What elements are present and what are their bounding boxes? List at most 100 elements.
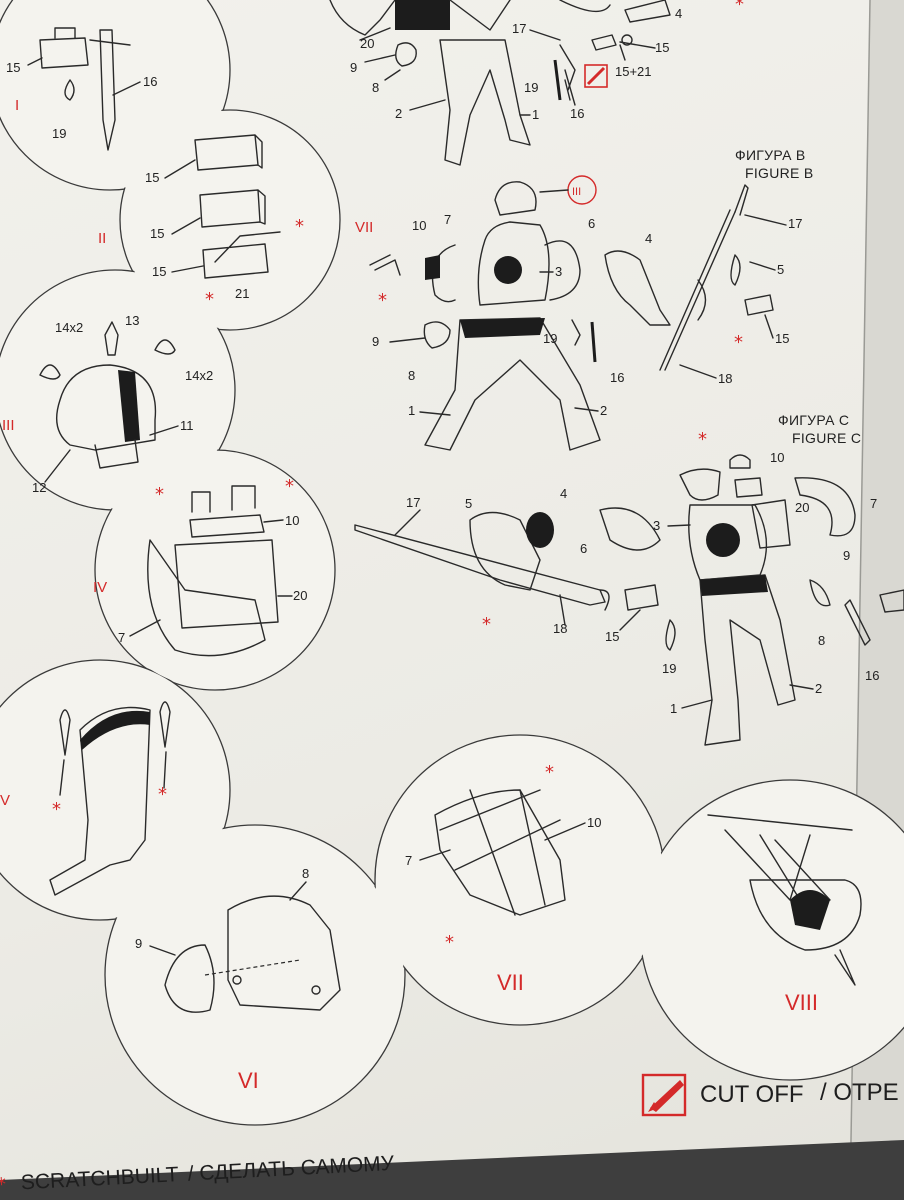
canteen-icon [164, 944, 215, 1013]
top-figure: 20 9 8 2 1 17 19 16 15 15+21 4 * [329, 0, 744, 166]
label-15: 15 [152, 264, 166, 279]
arm-icon [604, 250, 671, 326]
label-17: 17 [512, 21, 526, 36]
label-7: 7 [405, 853, 412, 868]
label-10: 10 [412, 218, 426, 233]
label-12: 12 [32, 480, 46, 495]
label-4: 4 [675, 6, 682, 21]
roman-numeral: V [0, 792, 10, 809]
label-9: 9 [843, 548, 850, 563]
asterisk-marker: * [295, 216, 304, 237]
asterisk-marker: * [545, 762, 554, 783]
label-19: 19 [524, 80, 538, 95]
label-5: 5 [465, 496, 472, 511]
label-10: 10 [770, 450, 784, 465]
figure-c: ФИГУРА C FIGURE C 10 17 5 4 3 20 7 6 9 1… [354, 412, 904, 746]
asterisk-marker: * [52, 799, 61, 820]
asterisk-marker: * [378, 290, 387, 311]
asterisk-marker: * [158, 784, 167, 805]
figure-b-title-en: FIGURE B [745, 165, 814, 181]
legend-cut-off: CUT OFF / ОТРЕ [641, 1073, 899, 1117]
boot-icon [49, 706, 151, 896]
asterisk-marker: * [285, 476, 294, 497]
label-17: 17 [788, 216, 802, 231]
label-9: 9 [372, 334, 379, 349]
cut-off-label-ru: / ОТРЕ [820, 1079, 899, 1106]
label-2: 2 [600, 403, 607, 418]
box-icon [194, 134, 263, 171]
asterisk-marker: * [734, 332, 743, 353]
label-16: 16 [570, 106, 584, 121]
greatcoat-roll-icon [147, 539, 266, 657]
label-5: 5 [777, 262, 784, 277]
label-19: 19 [662, 661, 676, 676]
asterisk-marker: * [698, 429, 707, 450]
bubble-II-content: 15 15 15 21 * * II [98, 134, 304, 310]
label-19: 19 [543, 331, 557, 346]
roman-numeral: III [2, 417, 15, 434]
label-16: 16 [610, 370, 624, 385]
asterisk-marker: * [445, 932, 454, 953]
helmet-icon [494, 181, 537, 216]
bubble-VIII-content: VIII [707, 814, 862, 1015]
figure-c-title-ru: ФИГУРА C [778, 412, 849, 428]
label-20: 20 [293, 588, 307, 603]
label-1: 1 [532, 107, 539, 122]
roman-numeral: VI [238, 1068, 259, 1093]
helmet-inverted-icon [749, 879, 862, 951]
label-7: 7 [118, 630, 125, 645]
desk-background [0, 1140, 904, 1200]
label-13: 13 [125, 313, 139, 328]
backpack-strapped-icon [434, 789, 566, 916]
bubble-VI-content: 9 8 VI [135, 866, 341, 1093]
asterisk-marker: * [0, 1174, 7, 1195]
bubble-III-content: 14x2 13 14x2 11 12 III [2, 313, 213, 495]
roman-numeral: VII [497, 970, 524, 995]
label-15: 15 [775, 331, 789, 346]
figure-c-title-en: FIGURE C [792, 430, 861, 446]
label-15-21: 15+21 [615, 64, 652, 79]
label-15: 15 [605, 629, 619, 644]
figure-b-legs [424, 317, 601, 451]
label-3: 3 [653, 518, 660, 533]
bubble-VII-content: 7 10 * * VII [405, 762, 601, 995]
label-8: 8 [372, 80, 379, 95]
label-17: 17 [406, 495, 420, 510]
label-16: 16 [865, 668, 879, 683]
rifle-icon [659, 209, 736, 371]
roman-numeral: IV [93, 579, 107, 596]
label-10: 10 [285, 513, 299, 528]
label-19: 19 [52, 126, 66, 141]
asterisk-marker: * [155, 484, 164, 505]
cut-off-icon [641, 1073, 687, 1117]
label-3: 3 [555, 264, 562, 279]
pickelhaube-helmet-icon [56, 364, 157, 451]
label-20: 20 [795, 500, 809, 515]
bayonet-scabbard-icon [99, 29, 116, 151]
label-21: 21 [235, 286, 249, 301]
cut-off-marker-top [584, 64, 608, 88]
torso-icon [477, 221, 550, 306]
callout-III: III [572, 186, 581, 198]
label-20: 20 [360, 36, 374, 51]
label-2: 2 [815, 681, 822, 696]
top-figure-torso-dark [395, 0, 450, 30]
label-7: 7 [870, 496, 877, 511]
label-14x2: 14x2 [185, 368, 213, 383]
top-figure-legs [439, 39, 531, 166]
backpack-icon [174, 539, 279, 629]
top-figure-arm [329, 0, 396, 36]
label-4: 4 [645, 231, 652, 246]
label-18: 18 [553, 621, 567, 636]
label-15: 15 [6, 60, 20, 75]
label-18: 18 [718, 371, 732, 386]
arm-icon [469, 511, 541, 591]
asterisk-marker: * [205, 289, 214, 310]
label-7: 7 [444, 212, 451, 227]
label-1: 1 [670, 701, 677, 716]
roman-numeral: II [98, 230, 106, 247]
label-1: 1 [408, 403, 415, 418]
rifle-icon [354, 524, 606, 606]
label-11: 11 [180, 418, 194, 433]
